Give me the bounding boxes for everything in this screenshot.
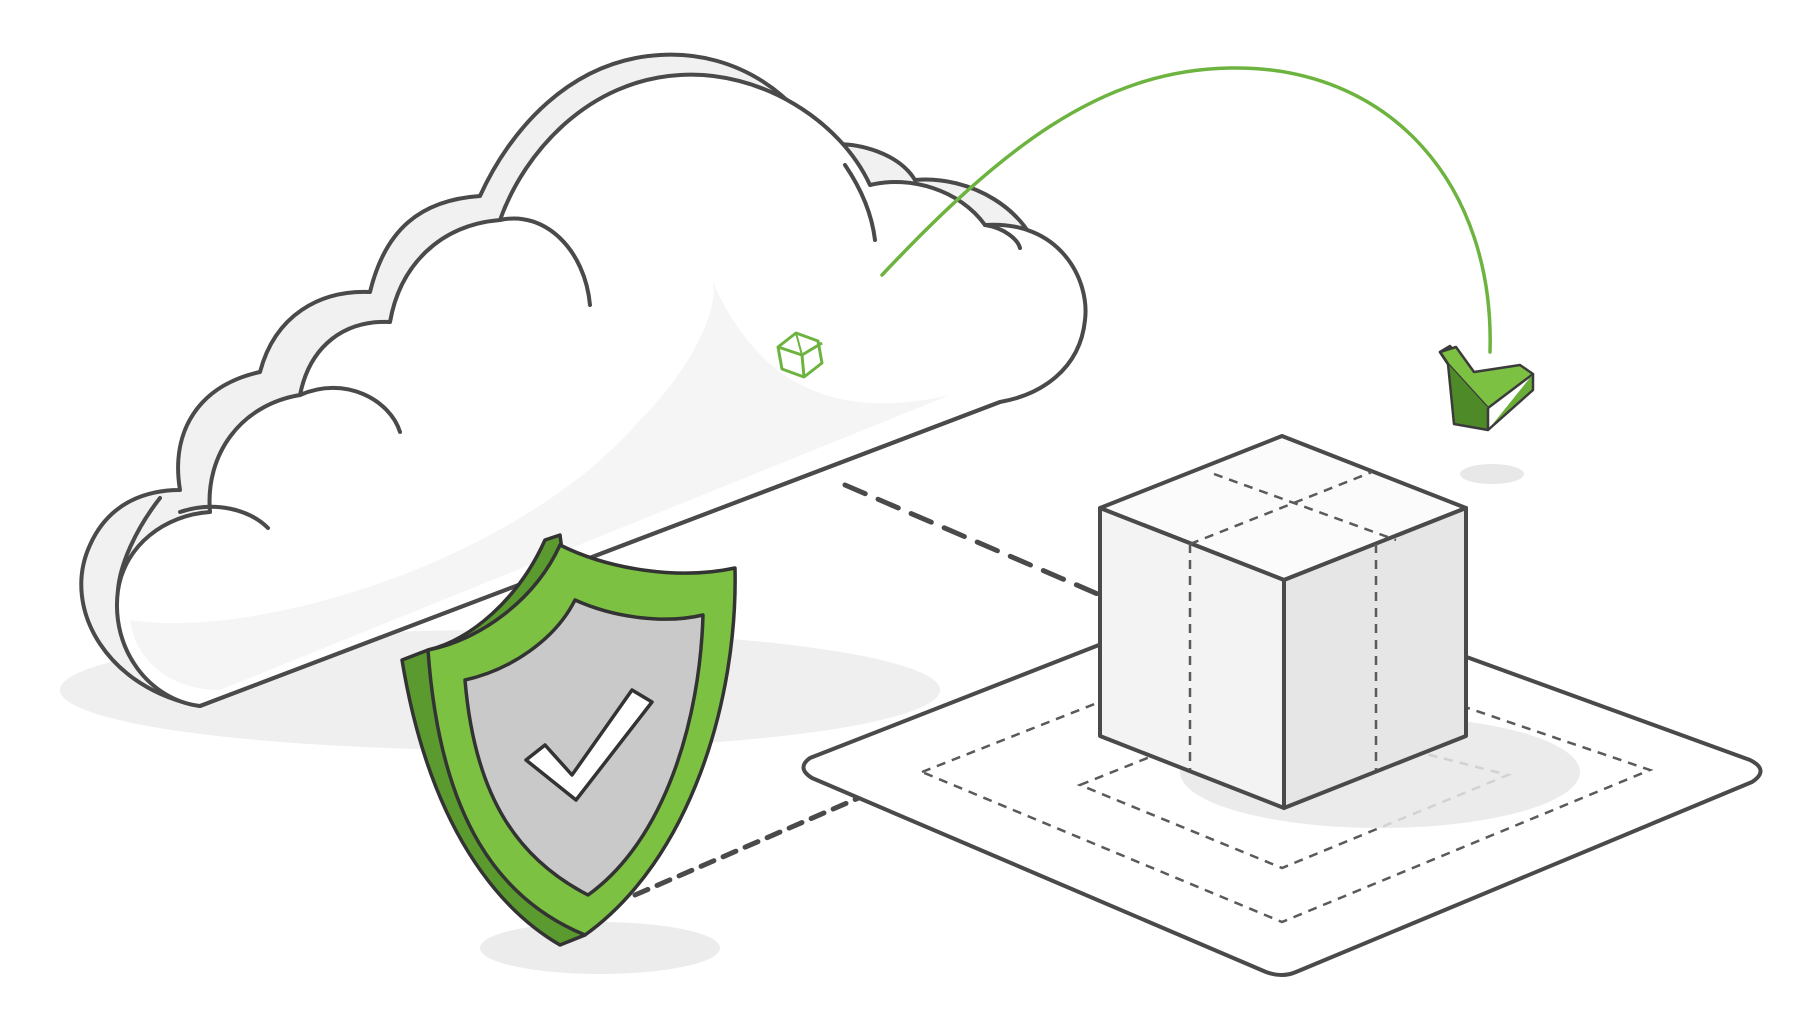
cloud-bump-line (498, 216, 592, 307)
shield-ground-shadow (480, 922, 720, 974)
check-mark (524, 688, 654, 802)
box-tape-top (1189, 470, 1397, 546)
arrow-curve (880, 66, 1492, 354)
cloud-bump-line (983, 223, 1022, 250)
cloud-inner-shade (130, 280, 950, 690)
arrow-ground-shadow (1460, 464, 1524, 484)
cloud-bump-line (178, 504, 270, 530)
cloud-bump-line (116, 496, 162, 592)
shield-inner (463, 598, 705, 897)
cloud-to-box-connector (842, 482, 1103, 598)
shield-to-platform-connector (632, 790, 873, 898)
cloud-bottom-edge (199, 400, 1001, 708)
curved-arrow-icon (880, 66, 1535, 432)
cloud-bump-line (298, 385, 402, 434)
cloud-front (115, 72, 1088, 708)
box-icon (1098, 434, 1468, 810)
cloud-icon (79, 52, 1088, 708)
cloud-bump-line (843, 163, 877, 242)
cube-badge-icon (776, 331, 824, 379)
shield-check-icon (400, 533, 737, 947)
